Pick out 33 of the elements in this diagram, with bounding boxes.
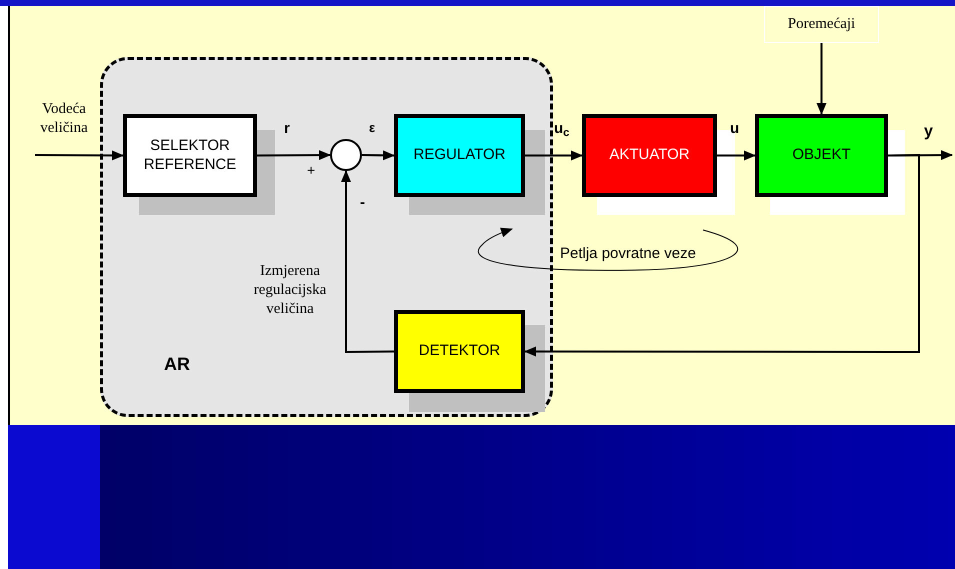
- box-label: Poremećaji: [788, 15, 856, 34]
- input-box: [764, 6, 879, 43]
- edge-label: ε: [369, 119, 376, 137]
- process-box: [582, 114, 717, 197]
- edge-label: y: [924, 122, 934, 142]
- controller-group: [100, 57, 553, 417]
- arrow: [717, 150, 756, 160]
- edge-label: r: [284, 119, 291, 139]
- edge-label: u$_{c}$: [554, 119, 570, 140]
- edge-label: u: [730, 119, 740, 139]
- sign-label: +: [307, 161, 316, 180]
- box-label: OBJEKT: [792, 145, 851, 166]
- arrow: [362, 150, 395, 160]
- box-label: DETEKTOR: [418, 341, 500, 362]
- edge-label: Vodeća veličina: [39, 100, 89, 138]
- sign-label: -: [360, 193, 365, 213]
- loop-label: Petlja povratne veze: [560, 244, 696, 264]
- process-box: [394, 310, 525, 393]
- edge-label: Izmjerena regulacijska veličina: [252, 262, 328, 318]
- arrow: [524, 154, 920, 357]
- box-label: REGULATOR: [414, 145, 506, 166]
- process-box: [755, 114, 888, 197]
- process-box: [394, 114, 525, 197]
- summing-junction: [330, 139, 362, 171]
- arrow: [35, 150, 124, 160]
- arrow: [257, 150, 331, 160]
- box-label: SELEKTOR REFERENCE: [142, 136, 238, 174]
- arrow: [525, 150, 583, 160]
- arrow: [816, 43, 826, 115]
- box-label: AKTUATOR: [609, 145, 690, 166]
- group-label: AR: [164, 353, 190, 376]
- arrow: [341, 170, 394, 354]
- process-box: [123, 114, 257, 197]
